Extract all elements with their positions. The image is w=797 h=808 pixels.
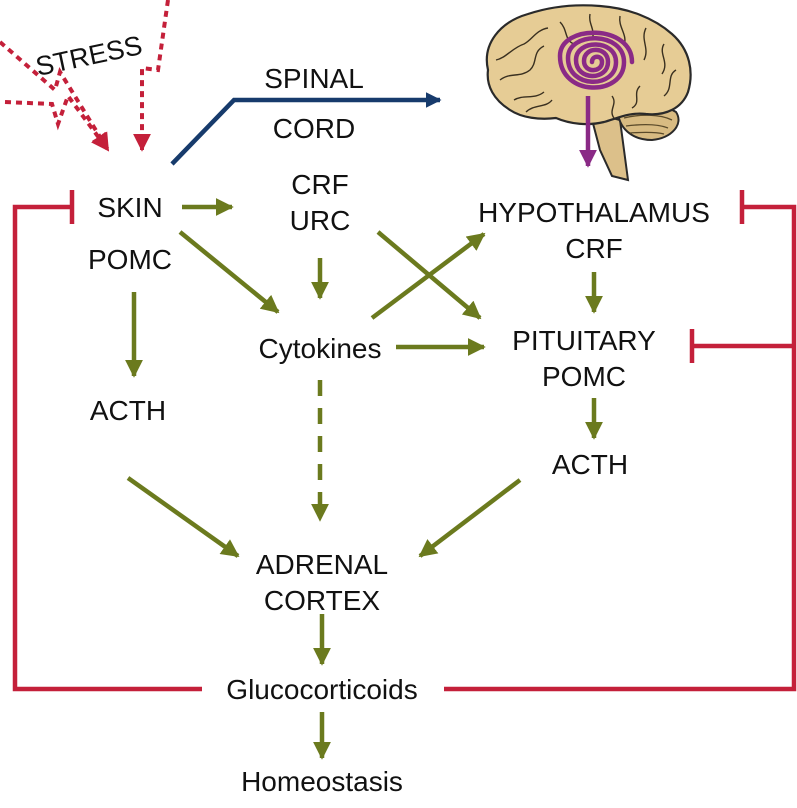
pituitary-label: PITUITARY — [512, 325, 656, 356]
adrenal-label: ADRENAL — [256, 549, 388, 580]
stress-arrow-3 — [133, 0, 170, 152]
stress-arrow-2 — [4, 91, 110, 152]
skin-pomc-label: POMC — [88, 244, 172, 275]
cord-label: CORD — [273, 113, 355, 144]
arrow-skin-to-cytokines — [178, 230, 280, 314]
skin-label: SKIN — [97, 192, 162, 223]
acth-left-label: ACTH — [90, 395, 166, 426]
stress-label: STRESS — [33, 30, 145, 82]
brain-icon — [485, 4, 692, 182]
urc-label: URC — [290, 205, 351, 236]
hypothalamus-label: HYPOTHALAMUS — [478, 197, 710, 228]
spinal-cord-arrow — [170, 92, 442, 166]
cytokines-label: Cytokines — [259, 333, 382, 364]
feedback-right-trunk — [444, 204, 797, 692]
homeostasis-label: Homeostasis — [241, 766, 403, 797]
pituitary-pomc-label: POMC — [542, 361, 626, 392]
feedback-to-skin — [12, 204, 202, 692]
arrow-acth-left-to-adrenal — [126, 476, 240, 558]
arrow-cytokines-to-hypothalamus — [370, 232, 486, 320]
glucocorticoids-label: Glucocorticoids — [226, 674, 417, 705]
acth-right-label: ACTH — [552, 449, 628, 480]
spinal-label: SPINAL — [264, 63, 364, 94]
stimulation-arrows — [125, 198, 603, 760]
stress-arrow-1 — [0, 40, 110, 152]
crf-label: CRF — [291, 169, 349, 200]
stress-arrows — [0, 0, 170, 152]
hypothalamus-crf-label: CRF — [565, 233, 623, 264]
arrow-acth-right-to-adrenal — [418, 478, 522, 558]
cortex-label: CORTEX — [264, 585, 380, 616]
negative-feedback-lines — [12, 190, 797, 692]
